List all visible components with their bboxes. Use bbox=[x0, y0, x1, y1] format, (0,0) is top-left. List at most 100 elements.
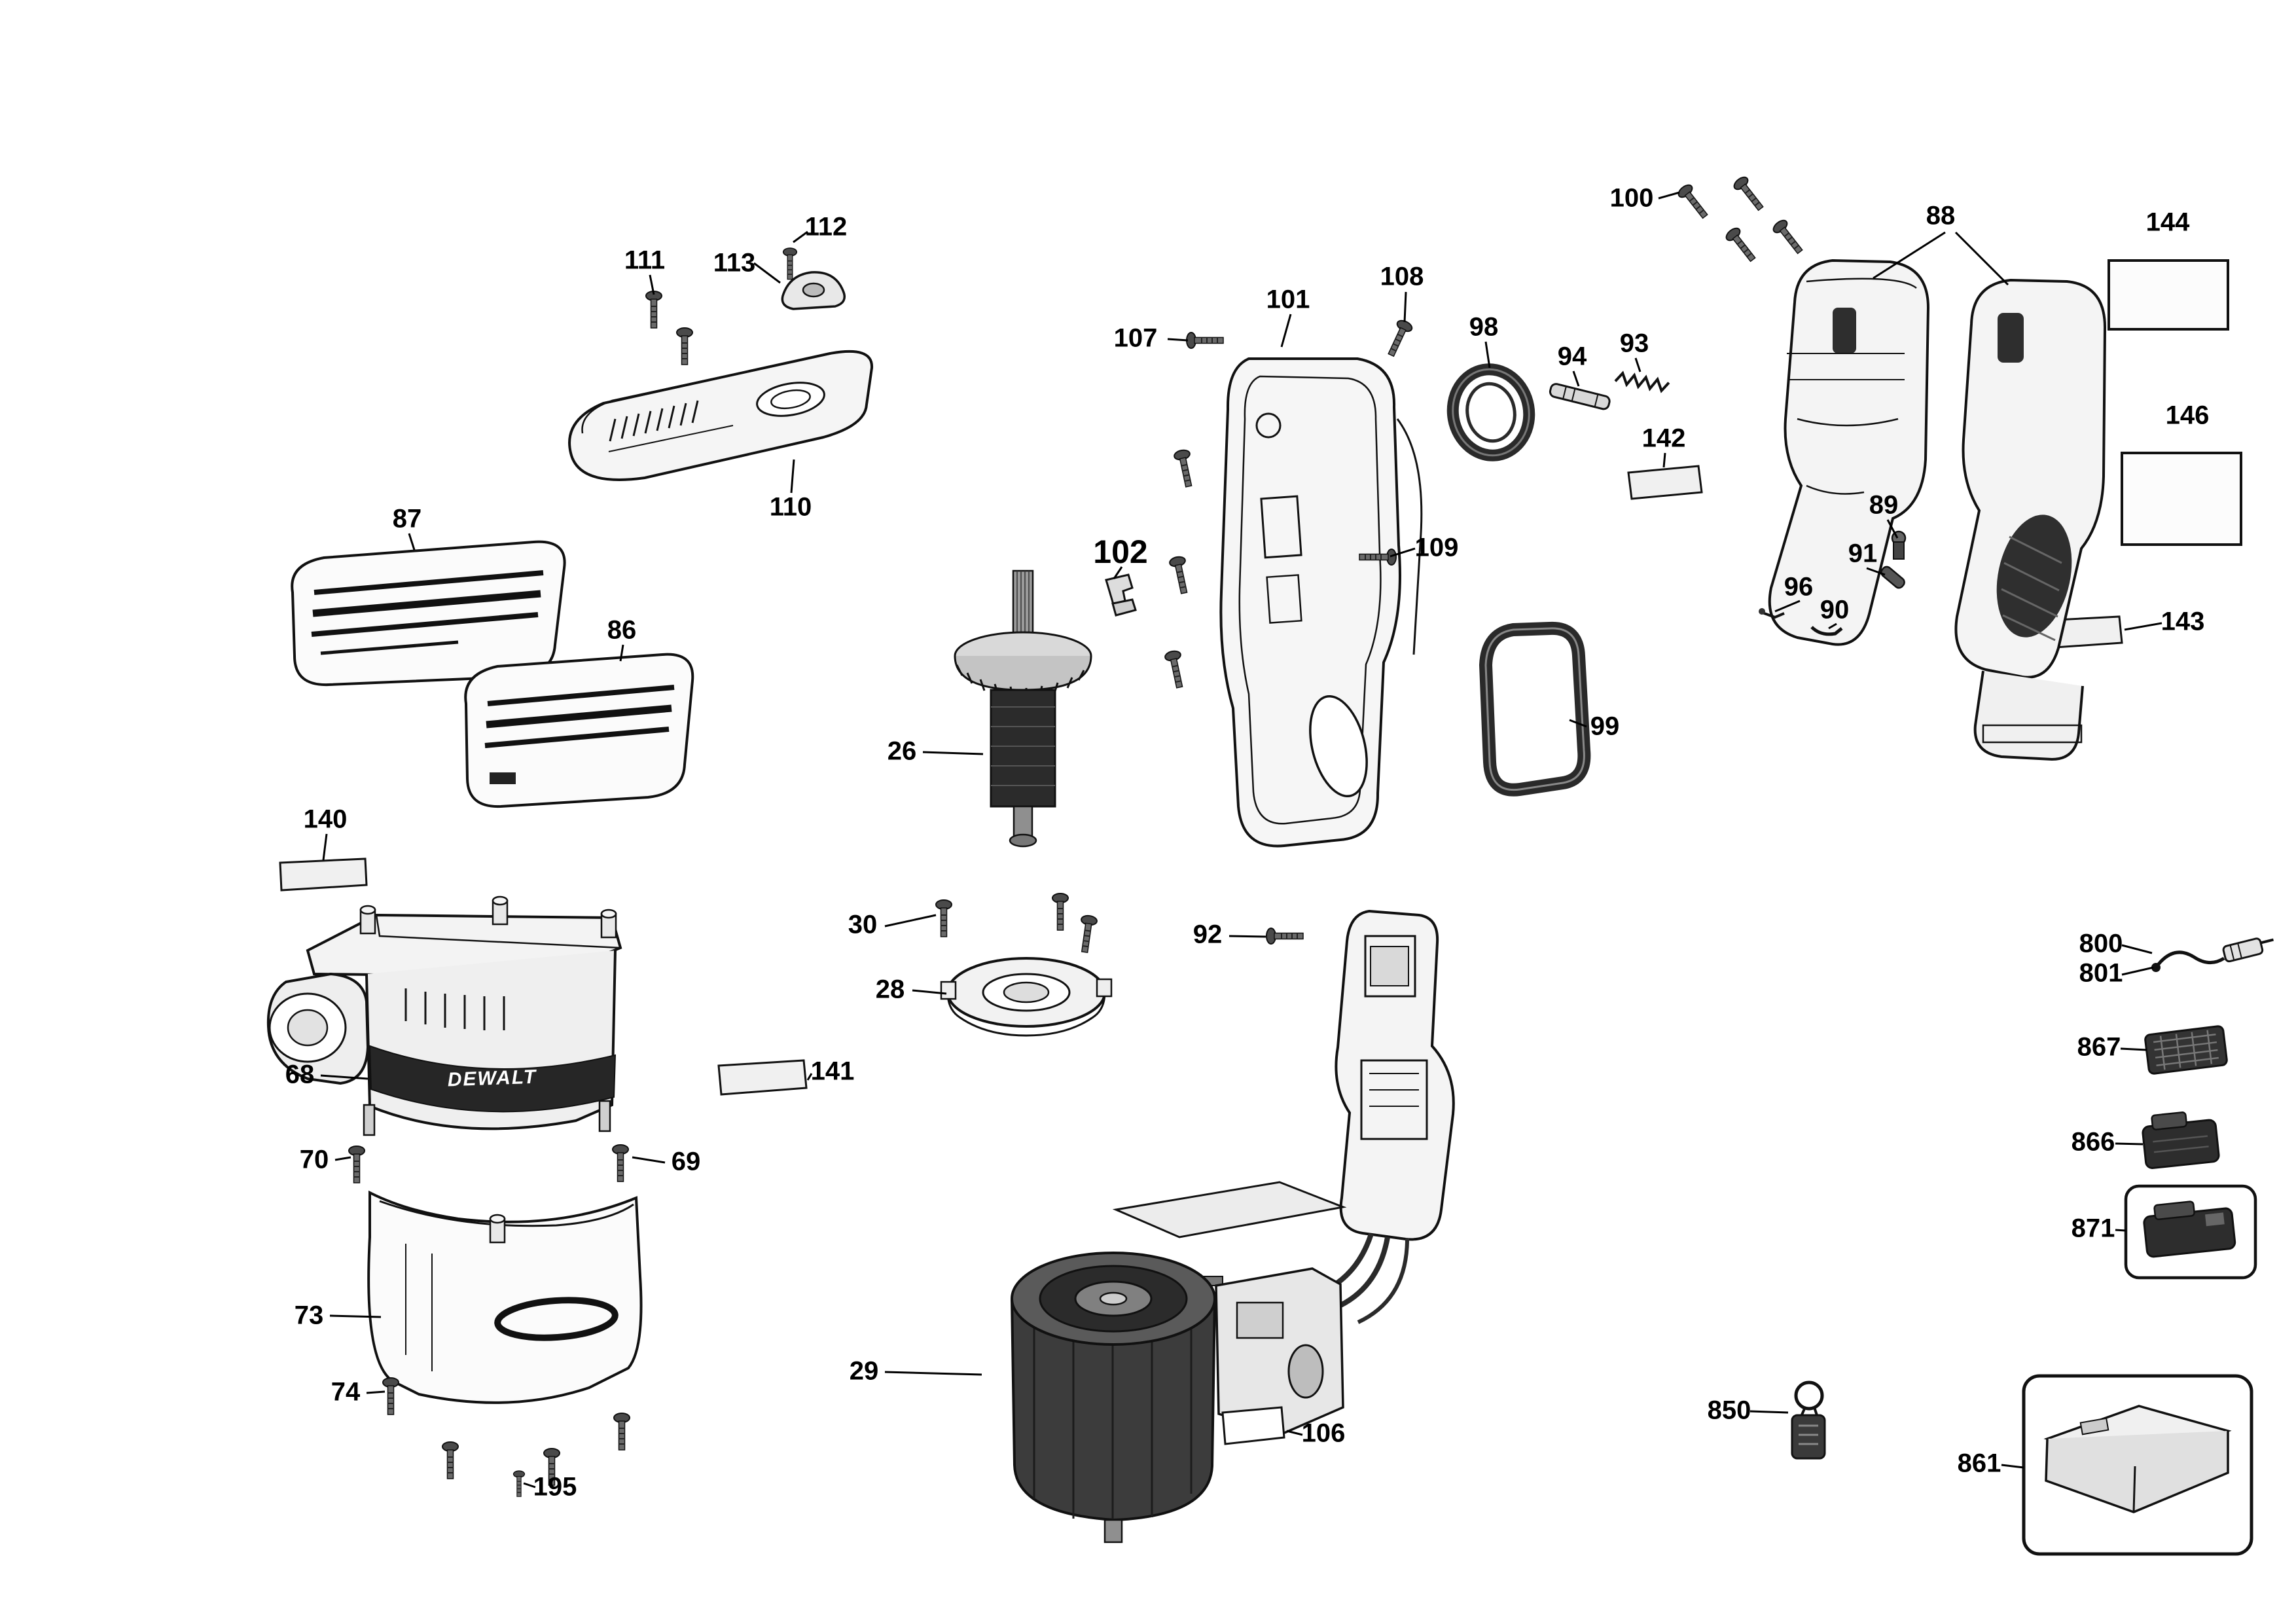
screw-69-icon bbox=[612, 1144, 629, 1182]
part-label-98: 98 bbox=[1469, 312, 1499, 342]
part-label-70: 70 bbox=[299, 1145, 329, 1174]
part-label-195: 195 bbox=[533, 1472, 577, 1502]
part-label-142: 142 bbox=[1641, 424, 1686, 453]
part-label-107: 107 bbox=[1113, 323, 1158, 353]
screw-111a-icon bbox=[645, 291, 662, 329]
part-label-88: 88 bbox=[1926, 201, 1956, 230]
part-label-93: 93 bbox=[1619, 329, 1649, 358]
cap-113-illustration bbox=[781, 271, 846, 310]
part-label-87: 87 bbox=[392, 504, 422, 533]
part-label-871: 871 bbox=[2071, 1214, 2115, 1243]
screw-100a-icon bbox=[1676, 182, 1712, 223]
post-68a-icon bbox=[359, 905, 376, 935]
handle-half-right-illustration bbox=[1954, 278, 2107, 761]
part-label-146: 146 bbox=[2165, 401, 2210, 430]
screw-101a-icon bbox=[1172, 448, 1197, 489]
screw-92-icon bbox=[1266, 928, 1304, 945]
button-89-illustration bbox=[1891, 530, 1907, 560]
part-label-30: 30 bbox=[848, 910, 878, 939]
gearcase-housing-illustration bbox=[266, 913, 622, 1136]
screw-108-icon bbox=[1383, 317, 1414, 359]
part-label-100: 100 bbox=[1609, 183, 1654, 213]
charger-illustration bbox=[2144, 1025, 2228, 1075]
screw-112-icon bbox=[782, 247, 798, 280]
screw-195-icon bbox=[512, 1470, 526, 1498]
motor-assembly-illustration bbox=[1011, 1181, 1347, 1543]
part-label-99: 99 bbox=[1590, 712, 1620, 741]
post-73-icon bbox=[489, 1214, 506, 1244]
part-label-86: 86 bbox=[607, 615, 637, 645]
part-label-92: 92 bbox=[1193, 920, 1223, 949]
post-68b-icon bbox=[492, 895, 509, 926]
part-label-94: 94 bbox=[1557, 342, 1587, 371]
screw-107-icon bbox=[1186, 332, 1224, 349]
spring-93-illustration bbox=[1614, 370, 1670, 393]
screw-100d-icon bbox=[1770, 217, 1807, 258]
part-label-112: 112 bbox=[804, 212, 848, 242]
part-label-143: 143 bbox=[2161, 607, 2205, 636]
screw-101c-icon bbox=[1163, 649, 1188, 690]
screw-30b-icon bbox=[1052, 893, 1069, 931]
battery-small-illustration bbox=[2142, 1111, 2220, 1169]
screw-30a-icon bbox=[935, 899, 952, 937]
screw-30c-icon bbox=[1076, 914, 1098, 954]
pin-91-illustration bbox=[1880, 566, 1905, 589]
screw-73c-icon bbox=[613, 1413, 630, 1451]
armature-illustration bbox=[954, 569, 1092, 848]
bearing-plate-illustration bbox=[940, 957, 1113, 1037]
leader-lines bbox=[320, 191, 2162, 1489]
pin-94-illustration bbox=[1549, 383, 1611, 410]
part-label-68: 68 bbox=[285, 1060, 315, 1089]
post-68c-icon bbox=[600, 909, 617, 939]
boot-ring-illustration bbox=[1446, 363, 1535, 461]
part-label-102: 102 bbox=[1093, 533, 1148, 570]
switch-module-illustration bbox=[1246, 909, 1455, 1324]
screw-100b-icon bbox=[1731, 174, 1768, 215]
screw-111b-icon bbox=[676, 327, 693, 365]
wire-lead-illustration bbox=[2151, 937, 2274, 972]
part-label-110: 110 bbox=[769, 492, 812, 522]
part-label-73: 73 bbox=[294, 1301, 324, 1330]
screw-100c-icon bbox=[1723, 225, 1760, 266]
sticker-142-illustration bbox=[1627, 465, 1703, 500]
screw-74-icon bbox=[382, 1377, 399, 1415]
box-146-illustration bbox=[2121, 452, 2242, 546]
part-label-89: 89 bbox=[1869, 490, 1899, 520]
side-panel-87-illustration bbox=[291, 540, 566, 687]
battery-pack-boxed-illustration bbox=[2124, 1184, 2257, 1280]
part-label-101: 101 bbox=[1266, 285, 1310, 314]
screw-101b-icon bbox=[1168, 554, 1193, 596]
part-label-850: 850 bbox=[1707, 1396, 1751, 1425]
screw-73a-icon bbox=[442, 1441, 459, 1479]
part-label-29: 29 bbox=[849, 1356, 879, 1386]
part-label-867: 867 bbox=[2077, 1032, 2121, 1062]
sticker-141-illustration bbox=[717, 1059, 808, 1096]
part-label-28: 28 bbox=[875, 975, 905, 1004]
part-label-861: 861 bbox=[1957, 1449, 2001, 1478]
part-label-800: 800 bbox=[2079, 929, 2123, 958]
sticker-140-illustration bbox=[279, 857, 368, 892]
brush-clip-illustration bbox=[1105, 573, 1137, 617]
clip-illustration bbox=[1791, 1380, 1826, 1460]
gasket-illustration bbox=[1479, 621, 1591, 797]
part-label-74: 74 bbox=[331, 1377, 361, 1407]
part-label-141: 141 bbox=[810, 1056, 855, 1086]
brand-logo: DEWALT bbox=[447, 1066, 537, 1091]
part-label-106: 106 bbox=[1301, 1418, 1346, 1448]
part-label-108: 108 bbox=[1380, 262, 1424, 291]
lever-90-illustration bbox=[1810, 626, 1843, 636]
part-label-90: 90 bbox=[1820, 595, 1850, 624]
part-label-866: 866 bbox=[2071, 1127, 2115, 1157]
part-label-111: 111 bbox=[624, 245, 666, 275]
part-label-801: 801 bbox=[2079, 958, 2123, 988]
part-label-96: 96 bbox=[1784, 572, 1814, 602]
side-panel-86-illustration bbox=[464, 653, 694, 808]
part-106-illustration bbox=[1221, 1406, 1285, 1445]
part-label-26: 26 bbox=[887, 736, 917, 766]
part-label-109: 109 bbox=[1414, 533, 1459, 562]
handle-half-left-illustration bbox=[1768, 259, 1930, 646]
bottom-cover-illustration bbox=[367, 1190, 643, 1404]
part-label-144: 144 bbox=[2145, 208, 2190, 237]
part-label-113: 113 bbox=[713, 248, 756, 278]
